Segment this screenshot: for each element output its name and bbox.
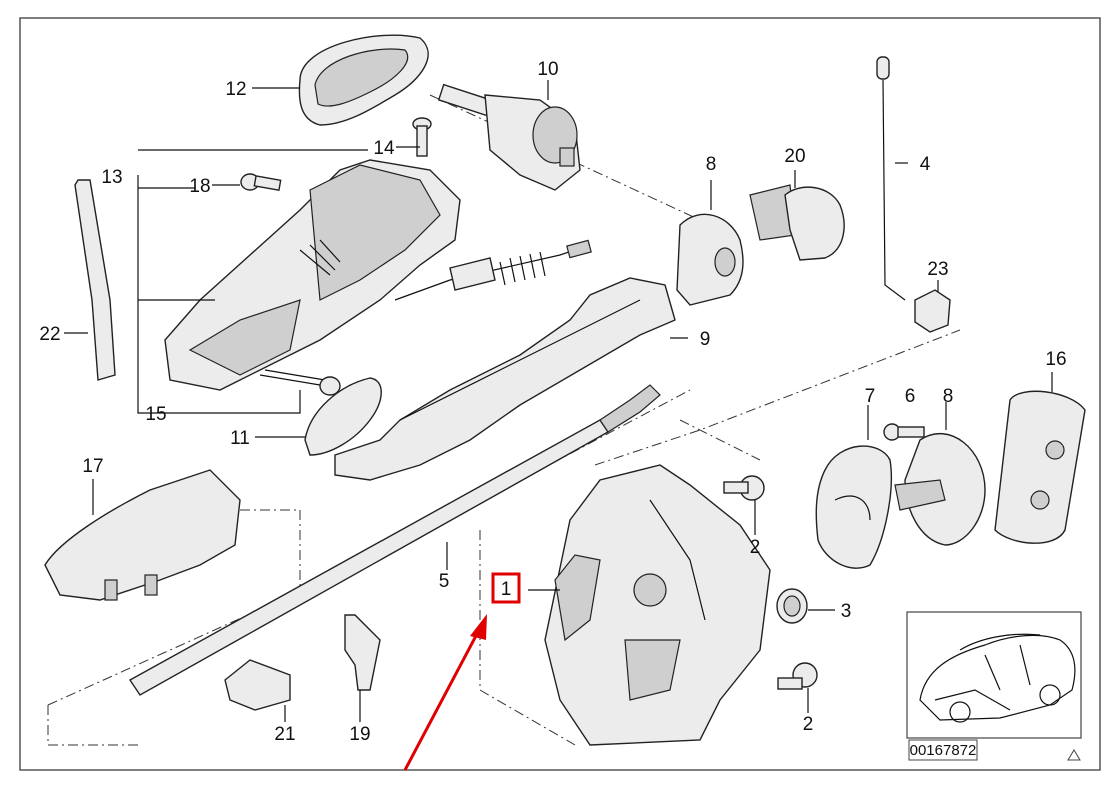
- label-18: 17: [82, 456, 103, 477]
- part-3-grommet: [776, 588, 808, 624]
- label-3: 3: [841, 601, 852, 622]
- part-6-screw: [883, 423, 925, 441]
- part-17-pad: [994, 390, 1086, 544]
- label-11: 10: [537, 59, 558, 80]
- label-19: 18: [189, 176, 210, 197]
- label-16: 15: [145, 404, 166, 425]
- label-4: 4: [920, 154, 931, 175]
- label-23: 22: [39, 324, 60, 345]
- part-19-screw: [240, 173, 282, 191]
- label-10: 9: [700, 329, 711, 350]
- label-13: 12: [225, 79, 246, 100]
- label-22: 21: [274, 724, 295, 745]
- part-18-housing: [44, 469, 241, 601]
- label-20: 19: [349, 724, 370, 745]
- part-13-gasket: [298, 34, 429, 126]
- part-5-rod: [128, 384, 661, 696]
- red-arrow-pointer: [403, 614, 487, 771]
- label-12: 11: [230, 428, 250, 449]
- part-21-cap: [749, 184, 845, 261]
- car-thumbnail: [906, 611, 1082, 739]
- label-24: 23: [927, 259, 948, 280]
- part-7-seal: [815, 445, 892, 569]
- part-20-bracket: [344, 614, 381, 691]
- label-14: 13: [101, 167, 122, 188]
- label-9: 8: [706, 154, 717, 175]
- part-14-handle-carrier: [164, 159, 461, 391]
- part-23-trim-strip: [74, 179, 116, 381]
- part-1-door-lock: [544, 464, 771, 746]
- part-16-screw: [259, 369, 341, 396]
- diagram-code: 00167872: [910, 742, 977, 759]
- label-2-lower: 2: [803, 714, 814, 735]
- part-8-striker: [894, 433, 986, 546]
- label-21: 20: [784, 146, 805, 167]
- part-15-screw: [412, 117, 432, 157]
- part-cable-spring: [394, 239, 592, 301]
- part-24-clip: [914, 289, 951, 333]
- label-7: 7: [865, 386, 876, 407]
- part-2-screw-lower: [777, 662, 818, 690]
- label-1: 1: [501, 579, 512, 600]
- part-2-screw-upper: [723, 475, 765, 501]
- highlight-box: [491, 572, 521, 604]
- label-8: 8: [943, 386, 954, 407]
- label-17: 16: [1045, 349, 1066, 370]
- part-22-clip: [224, 659, 291, 711]
- part-12-gasket: [304, 377, 382, 456]
- part-10-outer-handle: [334, 277, 676, 481]
- label-2-upper: 2: [750, 537, 761, 558]
- label-5: 5: [439, 571, 450, 592]
- part-4-rod: [876, 56, 906, 301]
- part-9-cover-cap: [676, 213, 744, 306]
- label-15: 14: [373, 138, 395, 159]
- corner-triangle-icon: [1067, 749, 1081, 761]
- label-6: 6: [905, 386, 916, 407]
- part-11-lock-cylinder: [437, 83, 581, 191]
